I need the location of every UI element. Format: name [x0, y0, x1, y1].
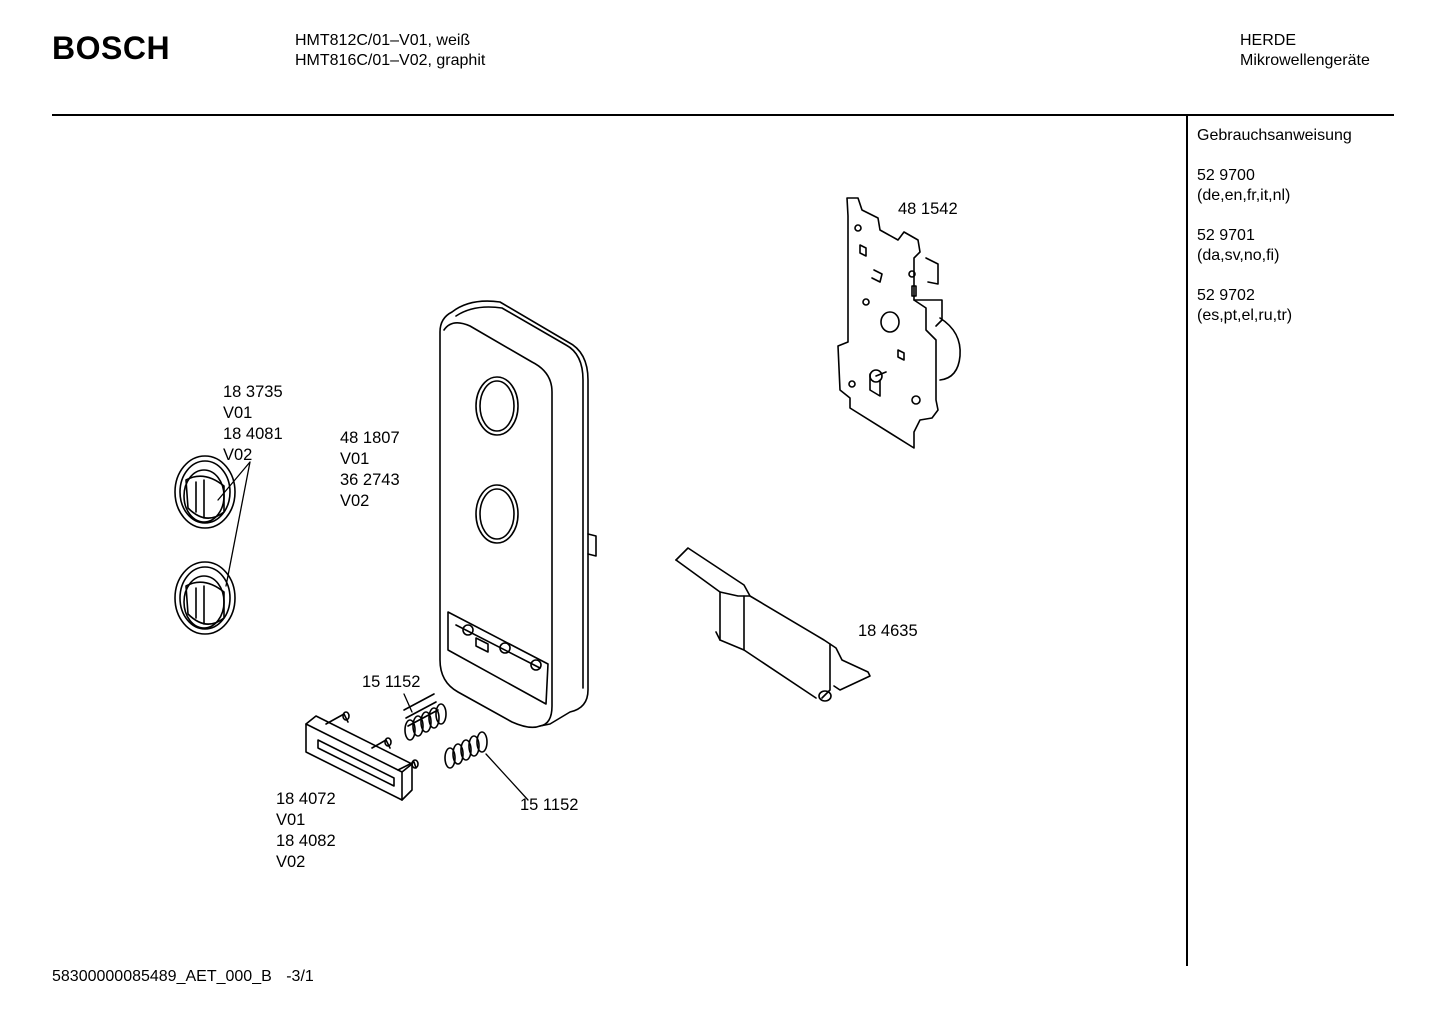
spring-part: [403, 693, 447, 741]
manual-number: 52 9700: [1197, 167, 1255, 184]
label-bracket: 18 4635: [858, 622, 918, 640]
part-variant: V02: [276, 853, 306, 871]
part-number: 48 1807: [340, 429, 400, 447]
bracket-part: [675, 547, 871, 702]
brand-logo: BOSCH: [52, 30, 171, 66]
part-number: 36 2743: [340, 471, 400, 489]
document-id: 58300000085489_AET_000_B: [52, 968, 272, 985]
label-knob: 18 3735 V01 18 4081 V02: [223, 382, 283, 466]
label-timer: 48 1542: [898, 200, 958, 218]
manual-entry: 52 9701 (da,sv,no,fi): [1197, 226, 1279, 266]
manual-languages: (es,pt,el,ru,tr): [1197, 307, 1293, 324]
part-number: 18 4082: [276, 832, 336, 850]
spring-leader-line: [485, 753, 529, 801]
sidebar-divider: [1186, 116, 1188, 966]
manual-languages: (da,sv,no,fi): [1197, 247, 1280, 264]
category-sub: Mikrowellengeräte: [1240, 52, 1370, 69]
footer: 58300000085489_AET_000_B -3/1: [52, 968, 314, 986]
knob-part: [174, 455, 236, 529]
manual-entry: 52 9700 (de,en,fr,it,nl): [1197, 166, 1290, 206]
part-variant: V01: [340, 450, 370, 468]
category-main: HERDE: [1240, 32, 1297, 49]
label-spring-a: 15 1152: [362, 673, 421, 691]
part-variant: V01: [223, 404, 253, 422]
part-variant: V02: [223, 446, 253, 464]
part-variant: V02: [340, 492, 370, 510]
part-number: 18 3735: [223, 383, 283, 401]
header-divider: [52, 114, 1394, 116]
manual-languages: (de,en,fr,it,nl): [1197, 187, 1291, 204]
label-panel: 48 1807 V01 36 2743 V02: [340, 428, 400, 512]
page-number: -3/1: [286, 968, 314, 985]
knob-leader-line: [217, 461, 251, 587]
control-panel-part: [439, 300, 597, 729]
manual-number: 52 9702: [1197, 287, 1255, 304]
sidebar-title: Gebrauchsanweisung: [1197, 127, 1352, 144]
label-button: 18 4072 V01 18 4082 V02: [276, 789, 336, 873]
model-line: HMT816C/01–V02, graphit: [295, 52, 486, 69]
spring-leader-line: [403, 693, 413, 713]
manual-number: 52 9701: [1197, 227, 1255, 244]
exploded-view-diagram: [174, 197, 961, 801]
part-number: 18 4072: [276, 790, 336, 808]
part-variant: V01: [276, 811, 306, 829]
label-spring-b: 15 1152: [520, 796, 579, 814]
knob-part: [174, 561, 236, 635]
manual-entry: 52 9702 (es,pt,el,ru,tr): [1197, 286, 1292, 326]
button-strip-part: [305, 711, 419, 801]
part-number: 18 4081: [223, 425, 283, 443]
model-list: HMT812C/01–V01, weiß HMT816C/01–V02, gra…: [295, 31, 485, 71]
model-line: HMT812C/01–V01, weiß: [295, 32, 471, 49]
category-block: HERDE Mikrowellengeräte: [1240, 31, 1370, 71]
timer-module-part: [837, 197, 961, 449]
spring-part: [444, 731, 488, 769]
